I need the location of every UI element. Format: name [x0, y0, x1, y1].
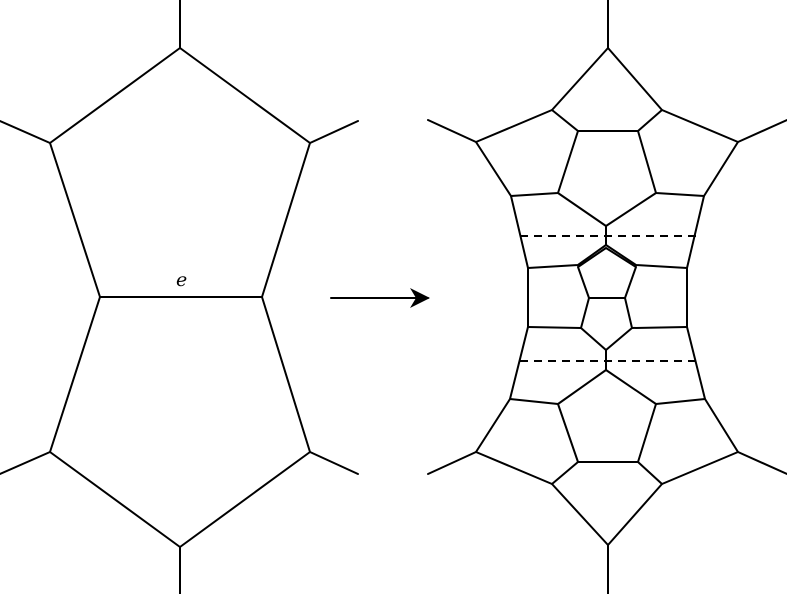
result-bottom-face	[551, 483, 663, 546]
result-edge	[527, 326, 582, 329]
result-center-pentagon	[577, 247, 637, 299]
result-lower-right-face	[637, 398, 739, 485]
pendant-edge	[0, 120, 51, 144]
result-lower-left-face	[475, 398, 579, 485]
result-upper-left-face	[475, 109, 579, 197]
result-edge	[737, 451, 787, 475]
source-upper-face	[49, 47, 311, 298]
result-edge	[427, 119, 477, 143]
result-edge	[427, 451, 477, 475]
pendant-edge	[309, 451, 359, 475]
result-upper-center-face	[557, 192, 657, 227]
pendant-edge	[0, 451, 51, 475]
result-edge	[510, 195, 705, 269]
result-edge	[631, 326, 688, 329]
source-lower-face	[49, 296, 311, 548]
result-center-inner	[580, 297, 633, 351]
result-edge	[737, 119, 787, 143]
source-graph: e	[0, 0, 359, 594]
result-graph	[427, 0, 787, 594]
pendant-edge	[309, 120, 359, 144]
result-lower-center-face	[557, 403, 657, 463]
result-top-face	[551, 47, 663, 132]
result-upper-right-face	[637, 109, 739, 197]
edge-e-label: e	[176, 269, 187, 291]
result-edge	[509, 326, 706, 405]
